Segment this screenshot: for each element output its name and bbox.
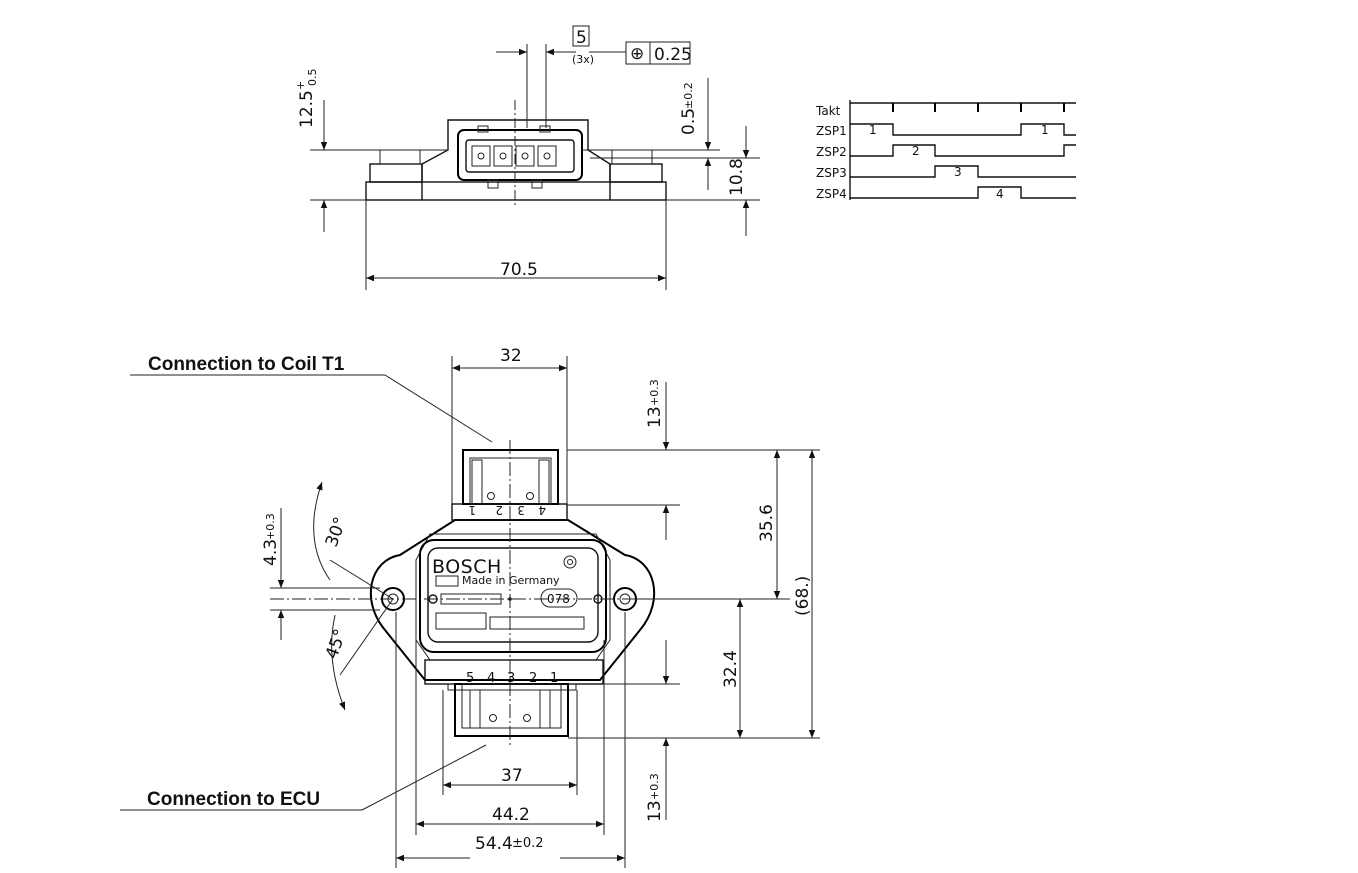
zsp1-pulse-label-2: 1 [1041,123,1049,137]
zsp4-pulse-label: 4 [996,187,1004,201]
pitch-dim: 5 [576,28,587,48]
zsp3-pulse-label: 3 [954,165,962,179]
bottom-pin-3: 3 [507,671,515,686]
dim-54-4-tol: ±0.2 [512,836,544,851]
made-in-text: Made in Germany [462,574,560,587]
width-dim: 70.5 [500,260,538,280]
zsp1-pulse-label: 1 [869,123,877,137]
zsp1-signal [850,123,1076,136]
position-tol-value: 0.25 [654,45,692,65]
top-pin-1: 1 [468,503,476,517]
callout-ecu: Connection to ECU [147,789,320,810]
bottom-connector: 5 4 3 2 1 [424,659,604,737]
dim-13-bottom: 13 [645,800,665,822]
dim-37: 37 [501,766,523,786]
top-pin-4: 4 [538,503,546,517]
signal-label-zsp3: ZSP3 [816,166,847,180]
signal-label-zsp1: ZSP1 [816,124,847,138]
bottom-pin-1: 1 [550,671,558,686]
signal-label-zsp4: ZSP4 [816,187,847,201]
top-pin-3: 3 [517,503,525,517]
dim-54-4: 54.4 [475,834,513,854]
angle-45: 45° [322,627,351,662]
dim-32: 32 [500,346,522,366]
depth-dim: 10.8 [727,158,747,196]
brand-logo-text: BOSCH [432,556,502,578]
signal-label-takt: Takt [815,104,841,118]
dim-44-2: 44.2 [492,805,530,825]
zsp4-signal [850,186,1076,199]
dim-68: (68.) [793,576,813,616]
top-view: 12.5 + 0.5 5 (3x) ⊕ 0.25 0.5 ±0.2 10 [294,25,760,290]
bottom-pin-4: 4 [487,671,495,686]
zsp3-signal [850,165,1076,178]
front-view: BOSCH Made in Germany 078 1 2 3 4 [261,346,820,868]
dim-35-6: 35.6 [757,504,777,542]
callouts: Connection to Coil T1 Connection to ECU [120,354,493,811]
bottom-pin-5: 5 [466,671,474,686]
offset-tol: ±0.2 [682,82,695,109]
signal-label-zsp2: ZSP2 [816,145,847,159]
callout-coil: Connection to Coil T1 [148,354,345,375]
bottom-pin-2: 2 [529,671,537,686]
timing-diagram: Takt ZSP1 ZSP2 ZSP3 ZSP4 1 1 2 3 4 [815,100,1076,201]
dim-4-3: 4.3 [261,539,281,566]
dim-32-4: 32.4 [721,650,741,688]
dim-13-top-tol: +0.3 [648,379,661,406]
height-tol-upper: + [294,81,307,90]
dim-4-3-tol: +0.3 [264,513,277,540]
pitch-count: (3x) [572,53,594,66]
height-tol-lower: 0.5 [306,69,319,87]
takt-signal [850,102,1076,112]
zsp2-signal [850,144,1076,157]
zsp2-pulse-label: 2 [912,144,920,158]
dim-13-bottom-tol: +0.3 [648,773,661,800]
offset-dim: 0.5 [679,108,699,135]
dim-13-top: 13 [645,406,665,428]
height-dim: 12.5 [297,90,317,128]
angle-30: 30° [322,515,351,550]
position-tol-symbol: ⊕ [630,44,644,64]
top-pin-2: 2 [495,503,503,517]
